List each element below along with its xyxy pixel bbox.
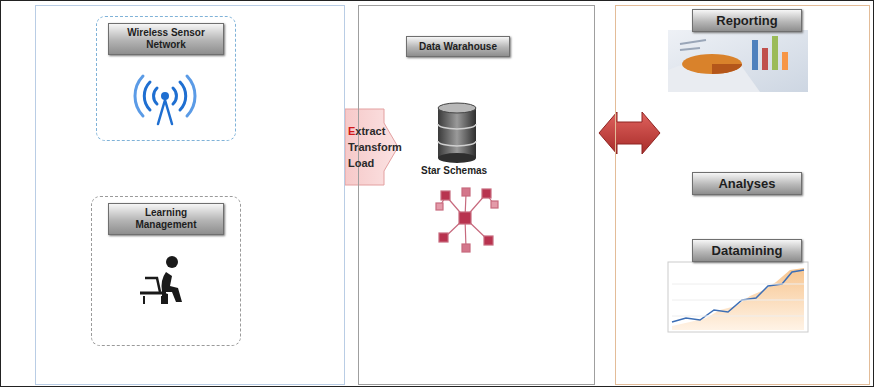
title-button: Analyses: [692, 172, 802, 195]
report-picture: [668, 30, 808, 92]
database-icon: [438, 103, 476, 163]
node-text: Wireless Sensor Network: [115, 27, 217, 51]
learner-icon: [140, 256, 182, 304]
output-label: Datamining: [692, 239, 802, 262]
title-badge: Wireless Sensor Network: [108, 23, 224, 55]
node-text: Data Warahouse: [413, 40, 503, 53]
node-text: Analyses: [699, 176, 795, 191]
source-box: Wireless Sensor Network: [96, 16, 236, 141]
source-panel: Wireless Sensor NetworkLearning Manageme…: [35, 5, 345, 385]
flow-arrow: [599, 112, 660, 154]
title-badge: Learning Management: [108, 203, 224, 235]
node-text: Learning Management: [115, 207, 217, 231]
edge-label: Extract Transform Load: [348, 123, 402, 171]
output-label: Reporting: [692, 9, 802, 32]
star-schema-icon: [436, 188, 498, 252]
wireless-icon: [135, 76, 195, 124]
output-panel: ReportingAnalysesDatamining: [615, 5, 870, 385]
title-badge: Data Warahouse: [406, 36, 510, 57]
warehouse-panel: Data Warahouse: [358, 5, 595, 385]
caption-label: Star Schemas: [421, 165, 487, 176]
title-button: Datamining: [692, 239, 802, 262]
output-label: Analyses: [692, 172, 802, 195]
source-box: Learning Management: [91, 196, 241, 346]
datamining-chart: [668, 262, 808, 332]
title-button: Reporting: [692, 9, 802, 32]
warehouse-label: Data Warahouse: [406, 36, 510, 57]
node-text: Reporting: [699, 13, 795, 28]
node-text: Datamining: [699, 243, 795, 258]
